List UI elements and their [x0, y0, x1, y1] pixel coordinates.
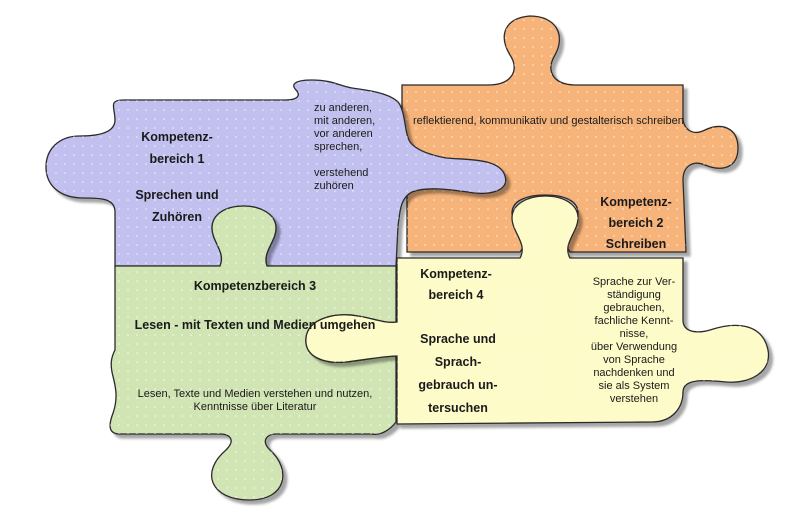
piece-4-title-line: Sprach- [434, 355, 482, 369]
piece-4-title-line: gebrauch un- [418, 378, 498, 392]
piece-3-desc-line: Kenntnisse über Literatur [193, 401, 317, 413]
piece-1-title-line: Kompetenz- [141, 130, 213, 144]
piece-1-desc-line: verstehend [314, 167, 369, 179]
piece-4-desc-line: über Verwendung [590, 341, 678, 353]
piece-2-title: Kompetenz- bereich 2 Schreiben [590, 192, 682, 255]
piece-yellow-texture [305, 196, 769, 424]
piece-4-description: Sprache zur Ver- ständigung gebrauchen, … [580, 276, 688, 406]
piece-4-desc-line: nachdenken und [593, 367, 675, 379]
piece-1-title-line: Zuhören [152, 210, 202, 224]
piece-1-title-line: Sprechen und [135, 188, 219, 202]
piece-1-desc-line: zuhören [314, 180, 354, 192]
piece-1-desc-line: zu anderen, [314, 102, 373, 114]
piece-purple [45, 79, 507, 267]
piece-4-desc-line: fachliche Kennt- [594, 315, 674, 327]
piece-1-title-line: bereich 1 [149, 152, 205, 166]
piece-1-subtitle: Sprechen und Zuhören [112, 184, 242, 228]
piece-3-subtitle: Lesen - mit Texten und Medien umgehen [134, 318, 376, 332]
piece-4-desc-line: ständigung [607, 289, 661, 301]
piece-4-title-line: Sprache und [420, 332, 496, 346]
piece-1-desc-line: sprechen, [314, 141, 363, 153]
piece-2-title-line: bereich 2 [608, 216, 664, 230]
piece-green [109, 205, 397, 501]
piece-4-desc-line: verstehen [609, 393, 659, 405]
piece-4-title-line: bereich 4 [428, 288, 484, 302]
piece-4-desc-line: nisse, [619, 328, 649, 340]
piece-4-title-line: Kompetenz- [420, 267, 492, 281]
piece-1-description: zu anderen, mit anderen, vor anderen spr… [314, 102, 404, 193]
piece-4-title-line: tersuchen [428, 401, 488, 415]
piece-4-desc-line: von Sprache [603, 354, 665, 366]
piece-2-title-line: Kompetenz- [600, 195, 672, 209]
piece-3-desc-line: Lesen, Texte und Medien verstehen und nu… [137, 388, 373, 400]
piece-4-desc-line: gebrauchen, [603, 302, 665, 314]
piece-green-texture [110, 206, 396, 500]
piece-2-description: reflektierend, kommunikativ und gestalte… [413, 115, 684, 127]
piece-4-desc-line: Sprache zur Ver- [592, 276, 676, 288]
piece-3-title: Kompetenzbereich 3 [193, 279, 317, 293]
piece-4-desc-line: sie als System [598, 380, 670, 392]
piece-2-title-line: Schreiben [605, 237, 667, 251]
piece-1-title: Kompetenz- bereich 1 [112, 126, 242, 170]
piece-purple-texture [46, 80, 506, 266]
piece-1-desc-line: mit anderen, [314, 115, 376, 127]
piece-3-description: Lesen, Texte und Medien verstehen und nu… [120, 388, 390, 414]
piece-1-desc-line: vor anderen [314, 128, 373, 140]
piece-4-title: Kompetenz- bereich 4 [408, 264, 504, 306]
piece-yellow [305, 195, 770, 425]
piece-4-subtitle: Sprache und Sprach- gebrauch un- tersuch… [408, 328, 508, 420]
